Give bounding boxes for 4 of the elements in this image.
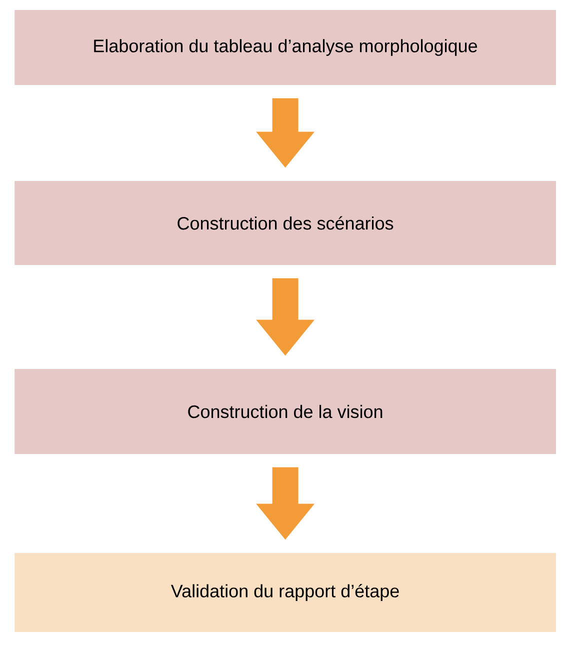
process-box: Validation du rapport d’étape <box>14 553 556 632</box>
process-box: Construction des scénarios <box>14 181 556 265</box>
process-box: Elaboration du tableau d’analyse morphologique <box>14 10 556 85</box>
process-box: Construction de la vision <box>14 369 556 454</box>
